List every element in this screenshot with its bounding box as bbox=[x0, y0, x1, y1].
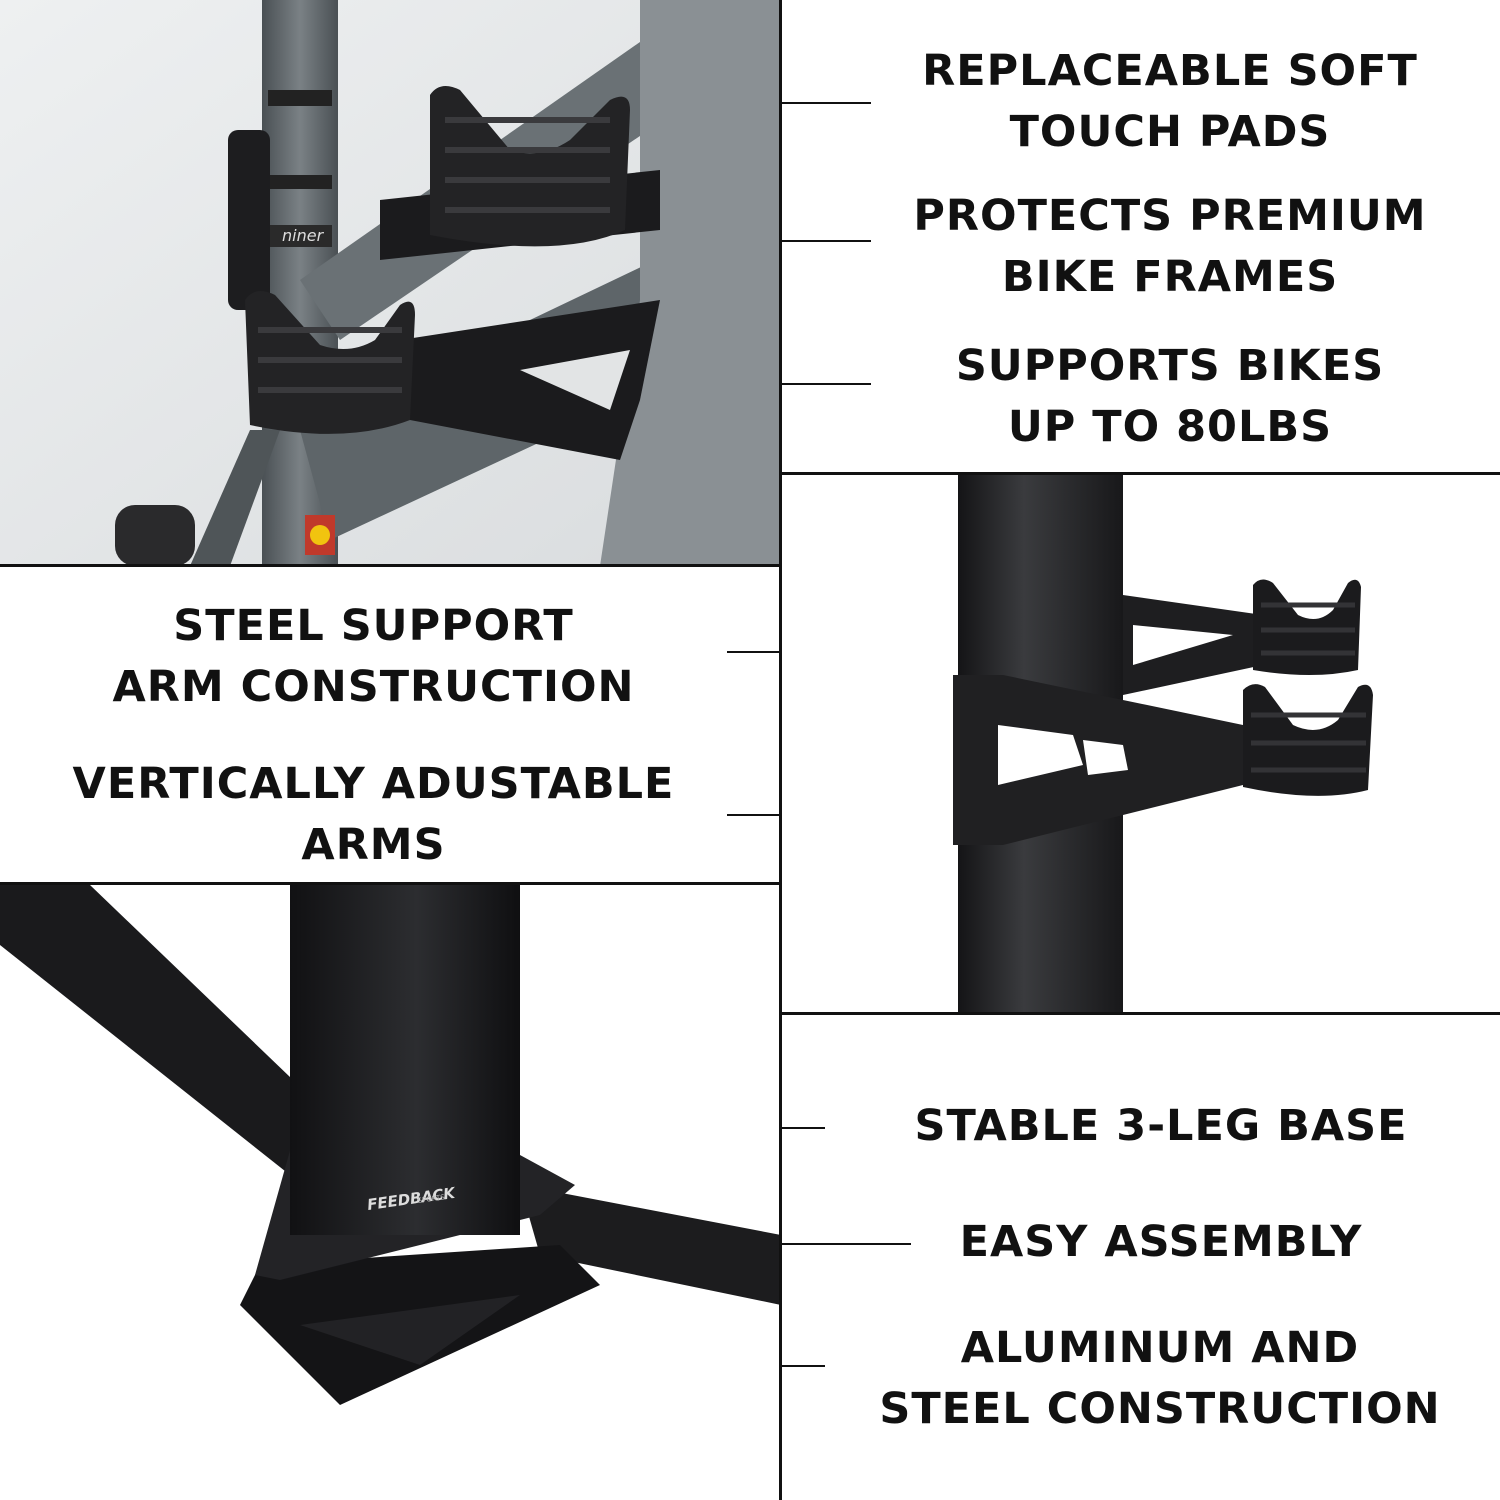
leader-line-steel-arm bbox=[727, 651, 781, 653]
feature-stable-3-leg-base: STABLE 3-LEG BASE bbox=[870, 1096, 1452, 1157]
divider-top-left bbox=[0, 564, 781, 567]
feature-easy-assembly: EASY ASSEMBLY bbox=[870, 1212, 1452, 1273]
support-arms-illustration bbox=[953, 475, 1373, 1012]
leader-line-adjustable bbox=[727, 814, 781, 816]
feature-line: TOUCH PADS bbox=[1009, 107, 1331, 157]
feature-replaceable-soft-touch-pads: REPLACEABLE SOFT TOUCH PADS bbox=[880, 41, 1460, 163]
feature-line: PROTECTS PREMIUM bbox=[913, 191, 1427, 241]
feature-steel-support-arm-construction: STEEL SUPPORT ARM CONSTRUCTION bbox=[40, 596, 707, 718]
divider-bottom-right bbox=[781, 1012, 1500, 1015]
bike-logo: niner bbox=[282, 226, 325, 245]
leader-line-assembly bbox=[781, 1243, 911, 1245]
bike-held-in-stand-illustration: niner bbox=[0, 0, 781, 566]
feature-line: STEEL SUPPORT bbox=[173, 601, 574, 651]
divider-middle-left bbox=[0, 882, 781, 885]
divider-top-right bbox=[781, 472, 1500, 475]
feature-line: ALUMINUM AND bbox=[960, 1323, 1360, 1373]
feature-line: SUPPORTS BIKES bbox=[955, 341, 1385, 391]
feature-line: ARM CONSTRUCTION bbox=[112, 662, 635, 712]
leader-line-protects bbox=[781, 240, 871, 242]
feature-aluminum-and-steel-construction: ALUMINUM AND STEEL CONSTRUCTION bbox=[860, 1318, 1460, 1440]
feature-line: STEEL CONSTRUCTION bbox=[879, 1384, 1441, 1434]
feature-protects-premium-bike-frames: PROTECTS PREMIUM BIKE FRAMES bbox=[880, 186, 1460, 308]
base-photo-panel: FEEDBACK SPORTS bbox=[0, 885, 781, 1500]
three-leg-base-illustration: FEEDBACK SPORTS bbox=[0, 885, 781, 1405]
feature-line: VERTICALLY ADUSTABLE bbox=[72, 759, 675, 809]
feature-line: UP TO 80LBS bbox=[1007, 402, 1333, 452]
feature-line: ARMS bbox=[301, 820, 446, 870]
feature-line: STABLE 3-LEG BASE bbox=[914, 1101, 1408, 1151]
feature-supports-bikes-up-to-80lbs: SUPPORTS BIKES UP TO 80LBS bbox=[880, 336, 1460, 458]
leader-line-materials bbox=[781, 1365, 825, 1367]
bike-photo-panel: niner bbox=[0, 0, 781, 566]
leader-line-base bbox=[781, 1127, 825, 1129]
feature-line: BIKE FRAMES bbox=[1001, 252, 1339, 302]
vertical-divider bbox=[779, 0, 782, 1500]
feature-vertically-adjustable-arms: VERTICALLY ADUSTABLE ARMS bbox=[40, 754, 707, 876]
leader-line-supports bbox=[781, 383, 871, 385]
feature-line: EASY ASSEMBLY bbox=[959, 1217, 1363, 1267]
feature-line: REPLACEABLE SOFT bbox=[922, 46, 1418, 96]
brand-logo-subtext: SPORTS bbox=[417, 1193, 446, 1205]
arms-closeup-panel bbox=[783, 475, 1500, 1012]
leader-line-pads bbox=[781, 102, 871, 104]
